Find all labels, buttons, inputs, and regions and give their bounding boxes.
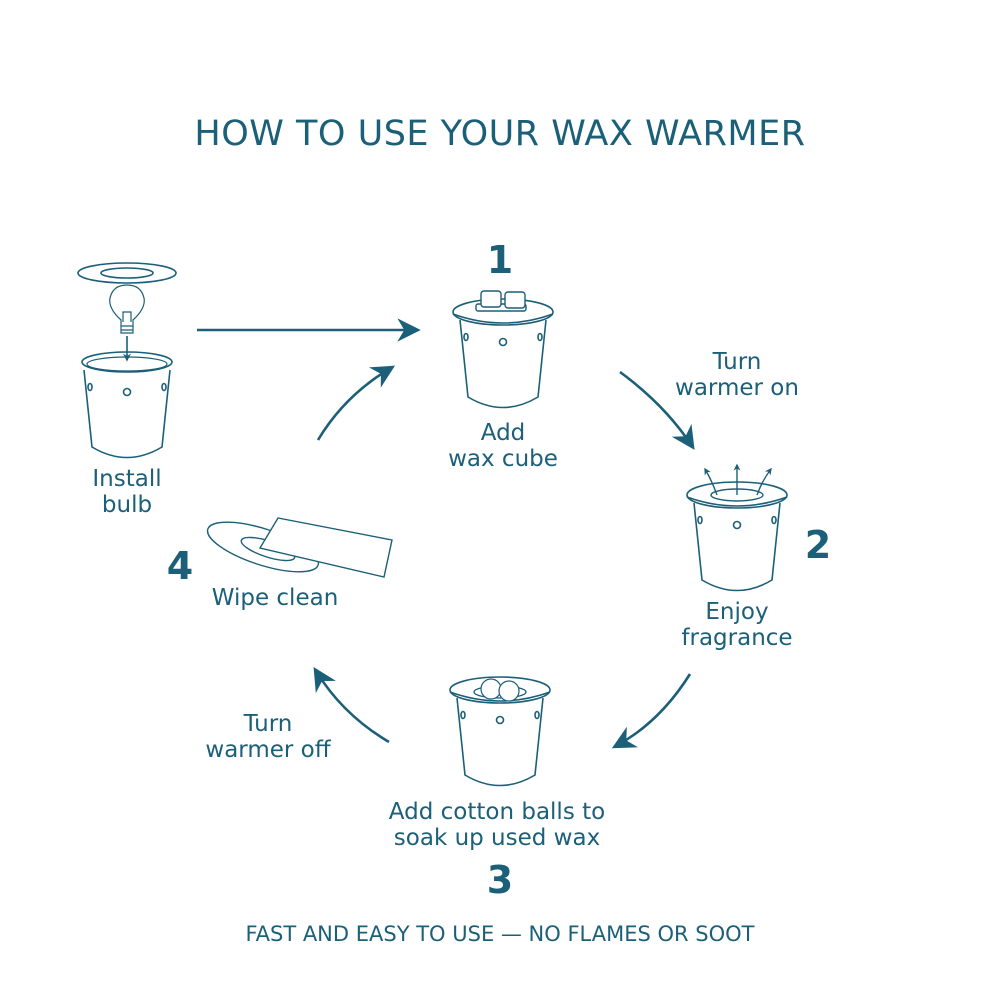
- turn-on-label: Turn warmer on: [675, 349, 799, 401]
- turn-on-line1: Turn: [712, 349, 762, 375]
- install-label: Install bulb: [92, 466, 161, 518]
- turn-off-line2: warmer off: [205, 737, 331, 763]
- turn-off-line1: Turn: [243, 711, 293, 737]
- step4-label: Wipe clean: [211, 585, 339, 611]
- turn-off-label: Turn warmer off: [205, 711, 330, 763]
- step1-label-line1: Add: [480, 420, 526, 446]
- step3-label: Add cotton balls to soak up used wax: [389, 799, 605, 851]
- step1-label: Add wax cube: [448, 420, 558, 472]
- lid-icon: [77, 262, 177, 284]
- step1-number: 1: [486, 238, 514, 282]
- step2-label: Enjoy fragrance: [681, 599, 792, 651]
- warmer-cotton-balls-icon: [449, 676, 551, 787]
- step4-number: 4: [166, 544, 194, 588]
- step3-number: 3: [486, 858, 514, 902]
- warmer-with-wax-cubes-icon: [452, 290, 554, 409]
- arrow-step2-to-step3: [611, 673, 692, 749]
- step1-label-line2: wax cube: [448, 446, 558, 472]
- step3-label-line2: soak up used wax: [393, 825, 601, 851]
- arrow-step4-to-step1: [316, 365, 396, 441]
- warmer-fragrance-icon: [686, 463, 788, 592]
- install-label-line1: Install: [92, 466, 162, 492]
- arrow-step3-to-step4: [313, 667, 390, 744]
- install-label-line2: bulb: [101, 492, 153, 518]
- arrow-step1-to-step2: [619, 370, 695, 450]
- turn-on-line2: warmer on: [675, 375, 799, 401]
- cycle-arrows: [197, 318, 695, 749]
- install-bulb-illustration: [77, 262, 177, 459]
- wipe-clean-icon: [206, 517, 393, 578]
- light-bulb-icon: [109, 284, 145, 334]
- footer-tagline: FAST AND EASY TO USE — NO FLAMES OR SOOT: [245, 922, 755, 946]
- step2-label-line1: Enjoy: [705, 599, 769, 625]
- page-title: HOW TO USE YOUR WAX WARMER: [194, 114, 806, 154]
- step2-label-line2: fragrance: [681, 625, 793, 651]
- step2-number: 2: [804, 523, 832, 567]
- warmer-icon: [81, 351, 173, 459]
- step3-label-line1: Add cotton balls to: [388, 799, 606, 825]
